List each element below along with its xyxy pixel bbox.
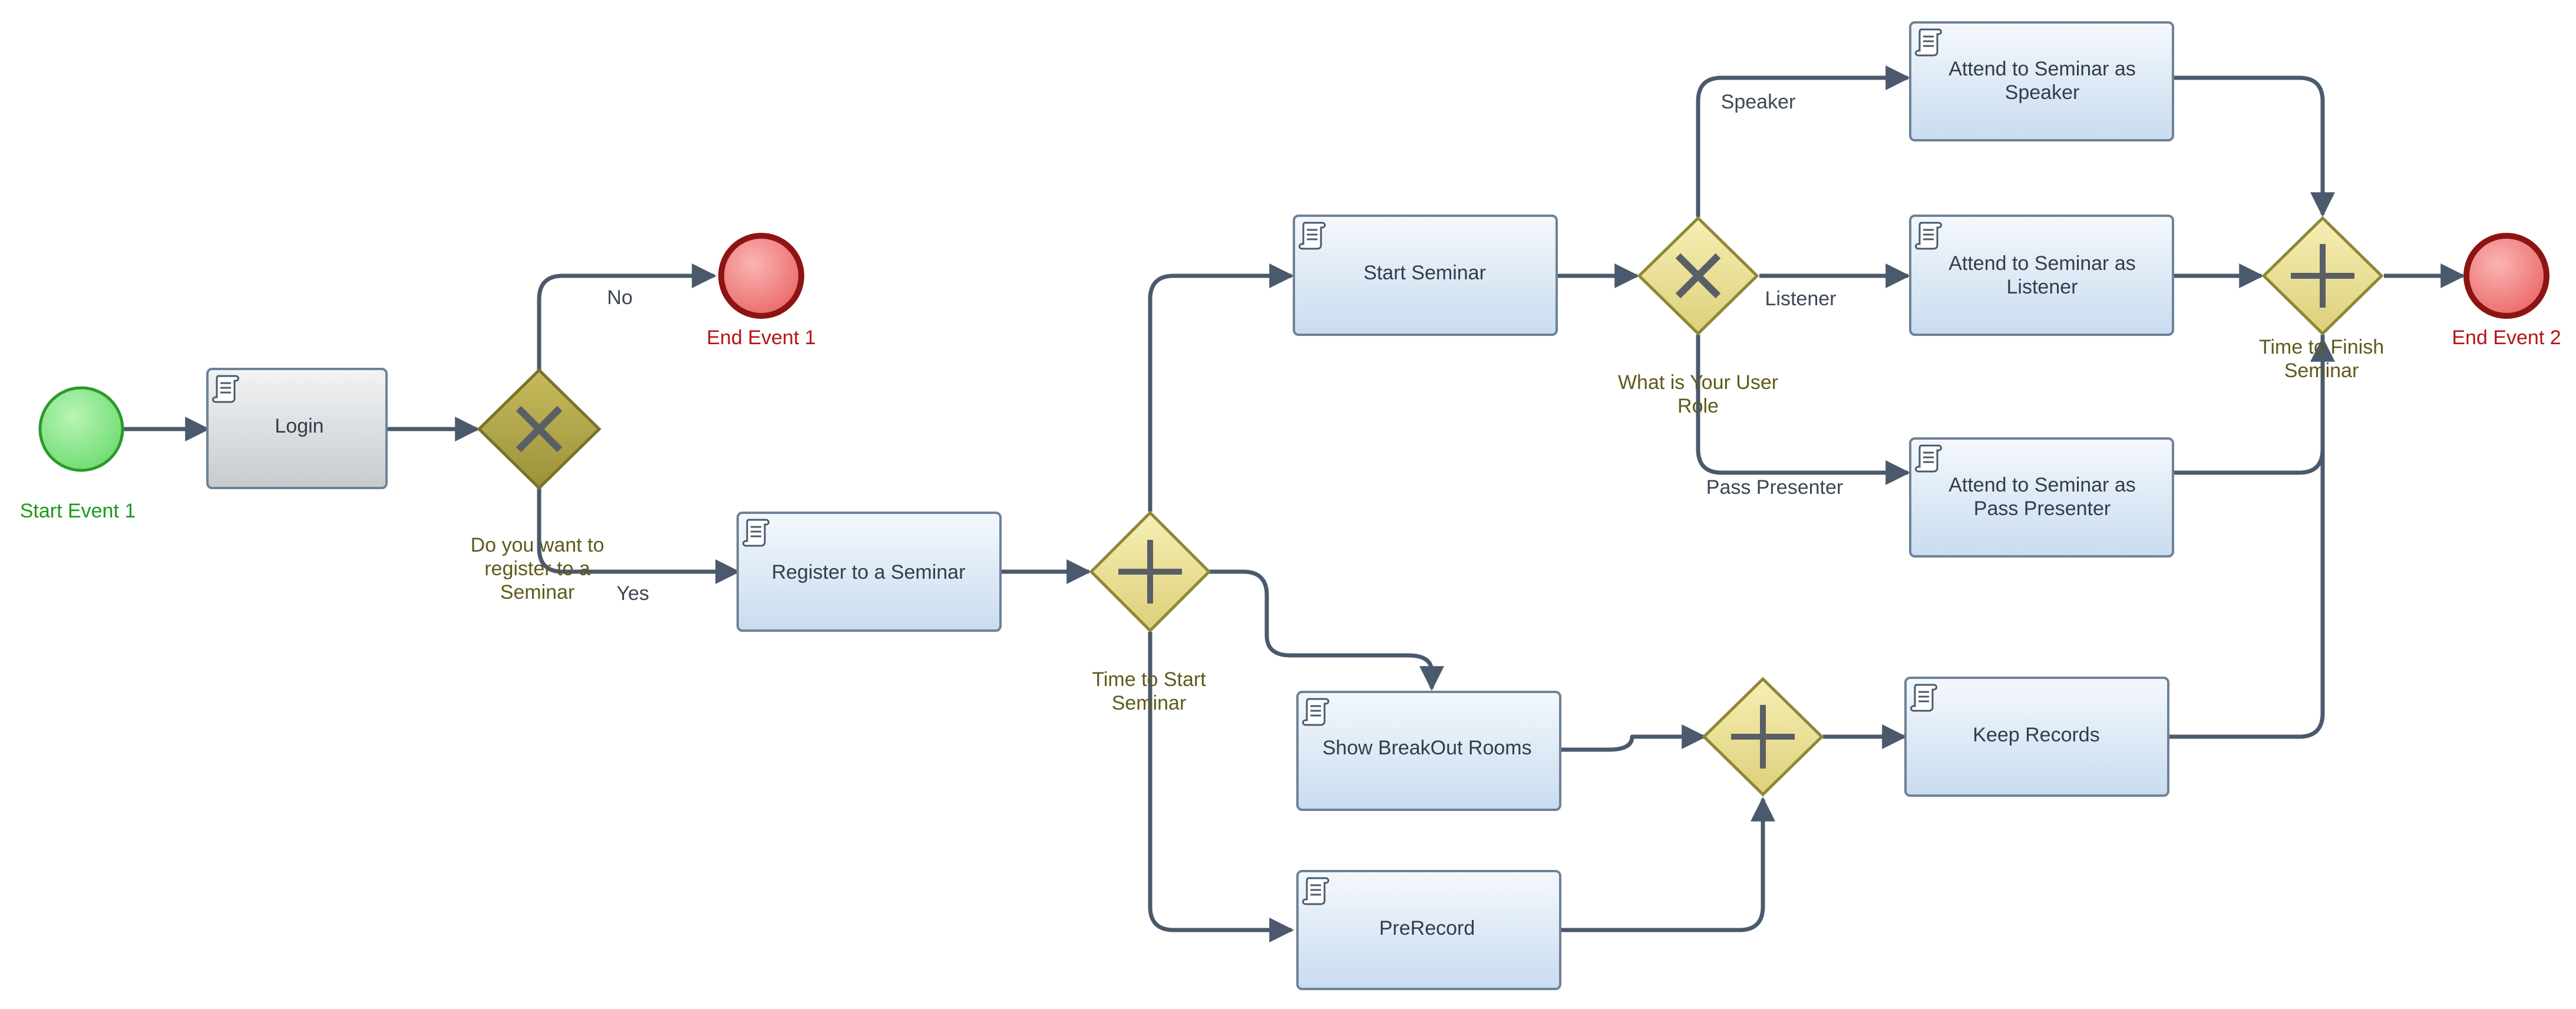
flow-to-start-seminar[interactable] [1148,263,1294,512]
end-event-2[interactable]: End Event 2 [2452,233,2561,349]
gateway-user-role-exclusive[interactable]: What is Your User Role [1618,216,1778,417]
start-event-1-label: Start Event 1 [20,500,136,522]
task-attend-pass-label-line2: Pass Presenter [1974,497,2111,520]
flow-prerecord-to-join[interactable] [1560,796,1775,932]
flow-breakout-to-join[interactable] [1560,724,1707,752]
gateway-finish-label-line2: Seminar [2284,360,2359,382]
gateway-time-to-finish-parallel[interactable]: Time to Finish Seminar [2259,216,2384,382]
task-start-seminar[interactable]: Start Seminar [1293,215,1558,336]
task-prerecord-label: PreRecord [1379,917,1475,939]
task-keep-records-label: Keep Records [1973,724,2099,746]
gateway-register-label-line2: register to a [484,558,590,580]
task-attend-listener-label-line2: Listener [2007,276,2078,298]
script-icon [1915,222,1942,250]
task-register-to-a-seminar[interactable]: Register to a Seminar [737,512,1002,632]
script-icon [1915,444,1942,473]
task-attend-as-pass-presenter[interactable]: Attend to Seminar as Pass Presenter [1909,437,2174,558]
flow-yes[interactable] [537,488,741,584]
start-event-1[interactable]: Start Event 1 [20,386,136,522]
exclusive-x-icon [1675,253,1721,299]
gateway-start-label-line2: Seminar [1112,692,1187,714]
flow-to-breakout[interactable] [1209,569,1444,691]
parallel-plus-icon [1118,540,1182,604]
flow-label-listener: Listener [1765,288,1837,310]
task-login-label: Login [275,415,323,437]
parallel-plus-icon [2291,244,2354,308]
gateway-start-label-line1: Time to Start [1092,668,1206,691]
flow-pass-presenter[interactable] [1696,335,1911,485]
task-attend-as-speaker[interactable]: Attend to Seminar as Speaker [1909,21,2174,141]
flow-label-yes: Yes [616,582,649,605]
gateway-register-label-line3: Seminar [500,581,575,604]
script-icon [1915,28,1942,57]
task-show-breakout-rooms[interactable]: Show BreakOut Rooms [1296,691,1561,811]
sequence-flows [124,65,2466,942]
exclusive-x-icon [516,405,563,453]
task-prerecord[interactable]: PreRecord [1296,870,1561,990]
script-icon [1302,877,1329,905]
gateway-register-label-line1: Do you want to [471,534,605,556]
flow-label-pass-presenter: Pass Presenter [1706,476,1843,499]
flow-labels: No Yes Speaker Listener Pass Presenter [607,91,1843,605]
task-attend-speaker-label-line1: Attend to Seminar as [1948,58,2136,80]
task-attend-as-listener[interactable]: Attend to Seminar as Listener [1909,215,2174,336]
flow-keep-records-to-finish[interactable] [2168,337,2335,739]
task-register-label: Register to a Seminar [772,561,966,583]
gateway-register-exclusive[interactable]: Do you want to register to a Seminar [471,368,605,604]
task-show-breakout-label: Show BreakOut Rooms [1322,737,1531,759]
script-icon [212,375,239,403]
parallel-plus-icon [1731,705,1795,769]
gateway-role-label-line2: Role [1677,395,1719,417]
script-icon [742,519,770,547]
flow-label-speaker: Speaker [1721,91,1796,113]
gateway-time-to-start-parallel[interactable]: Time to Start Seminar [1089,510,1211,714]
gateway-finish-label-line1: Time to Finish [2259,336,2384,358]
task-attend-listener-label-line1: Attend to Seminar as [1948,252,2136,275]
flow-speaker[interactable] [1696,65,1911,217]
end-event-1-label: End Event 1 [706,327,815,349]
gateway-role-label-line1: What is Your User [1618,371,1778,394]
end-event-2-label: End Event 2 [2452,327,2561,349]
flow-speaker-to-finish[interactable] [2173,75,2335,217]
flow-label-no: No [607,286,632,309]
script-icon [1910,684,1937,712]
flow-no[interactable] [537,263,717,370]
end-event-1[interactable]: End Event 1 [706,233,816,349]
task-login[interactable]: Login [206,368,388,489]
task-attend-pass-label-line1: Attend to Seminar as [1948,474,2136,496]
gateway-records-parallel[interactable] [1702,677,1824,797]
flow-to-prerecord[interactable] [1148,632,1294,942]
task-attend-speaker-label-line2: Speaker [2005,81,2080,104]
task-keep-records[interactable]: Keep Records [1904,677,2169,797]
script-icon [1302,698,1329,726]
task-start-seminar-label: Start Seminar [1363,262,1486,284]
script-icon [1299,222,1326,250]
